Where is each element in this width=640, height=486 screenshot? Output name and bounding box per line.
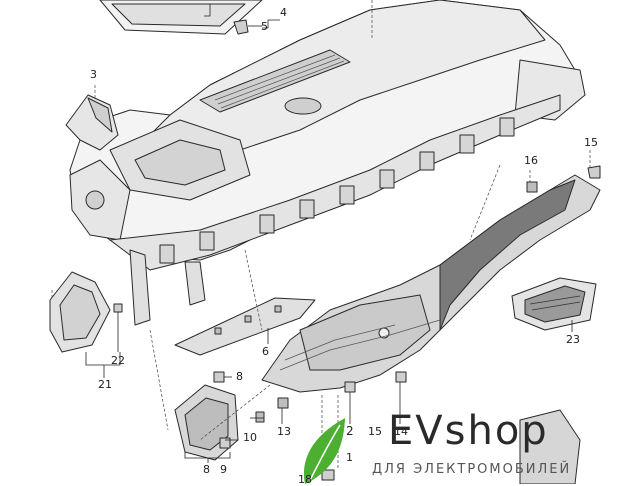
part-15-clip bbox=[587, 165, 601, 179]
callout-22: 22 bbox=[111, 354, 125, 367]
callout-13: 13 bbox=[277, 425, 291, 438]
round-cutout bbox=[284, 97, 322, 115]
callout-4: 4 bbox=[280, 6, 287, 19]
part-18 bbox=[321, 469, 335, 481]
screw-10 bbox=[255, 411, 265, 423]
part-16 bbox=[526, 181, 538, 193]
callout-5: 5 bbox=[261, 20, 268, 33]
logo-tagline: ДЛЯ ЭЛЕКТРОМОБИЛЕЙ bbox=[372, 462, 572, 477]
part-5 bbox=[233, 19, 249, 35]
clip-8 bbox=[213, 371, 225, 383]
callout-23: 23 bbox=[566, 333, 580, 346]
part-12 bbox=[344, 381, 356, 393]
clip-9 bbox=[219, 437, 231, 449]
callout-16: 16 bbox=[524, 154, 538, 167]
lower-frame bbox=[109, 94, 561, 271]
callout-21: 21 bbox=[98, 378, 112, 391]
callout-10: 10 bbox=[243, 431, 257, 444]
callout-8-top: 8 bbox=[236, 370, 243, 383]
leader-lines bbox=[51, 0, 591, 470]
callout-3: 3 bbox=[90, 68, 97, 81]
part-22 bbox=[113, 303, 123, 313]
part-14 bbox=[395, 371, 407, 383]
callout-18: 18 bbox=[298, 473, 312, 486]
callout-1: 1 bbox=[346, 451, 353, 464]
logo-leaf-icon bbox=[303, 418, 345, 484]
callout-2: 2 bbox=[346, 424, 354, 438]
callout-15-mid: 15 bbox=[368, 425, 382, 438]
callout-15-top: 15 bbox=[584, 136, 598, 149]
callout-14: 14 bbox=[394, 425, 408, 438]
logo-brand: EVshop bbox=[388, 408, 549, 454]
part-13 bbox=[277, 397, 289, 409]
callout-8-bottom: 8 bbox=[203, 463, 210, 476]
callout-9: 9 bbox=[220, 463, 227, 476]
callout-6: 6 bbox=[262, 345, 269, 358]
